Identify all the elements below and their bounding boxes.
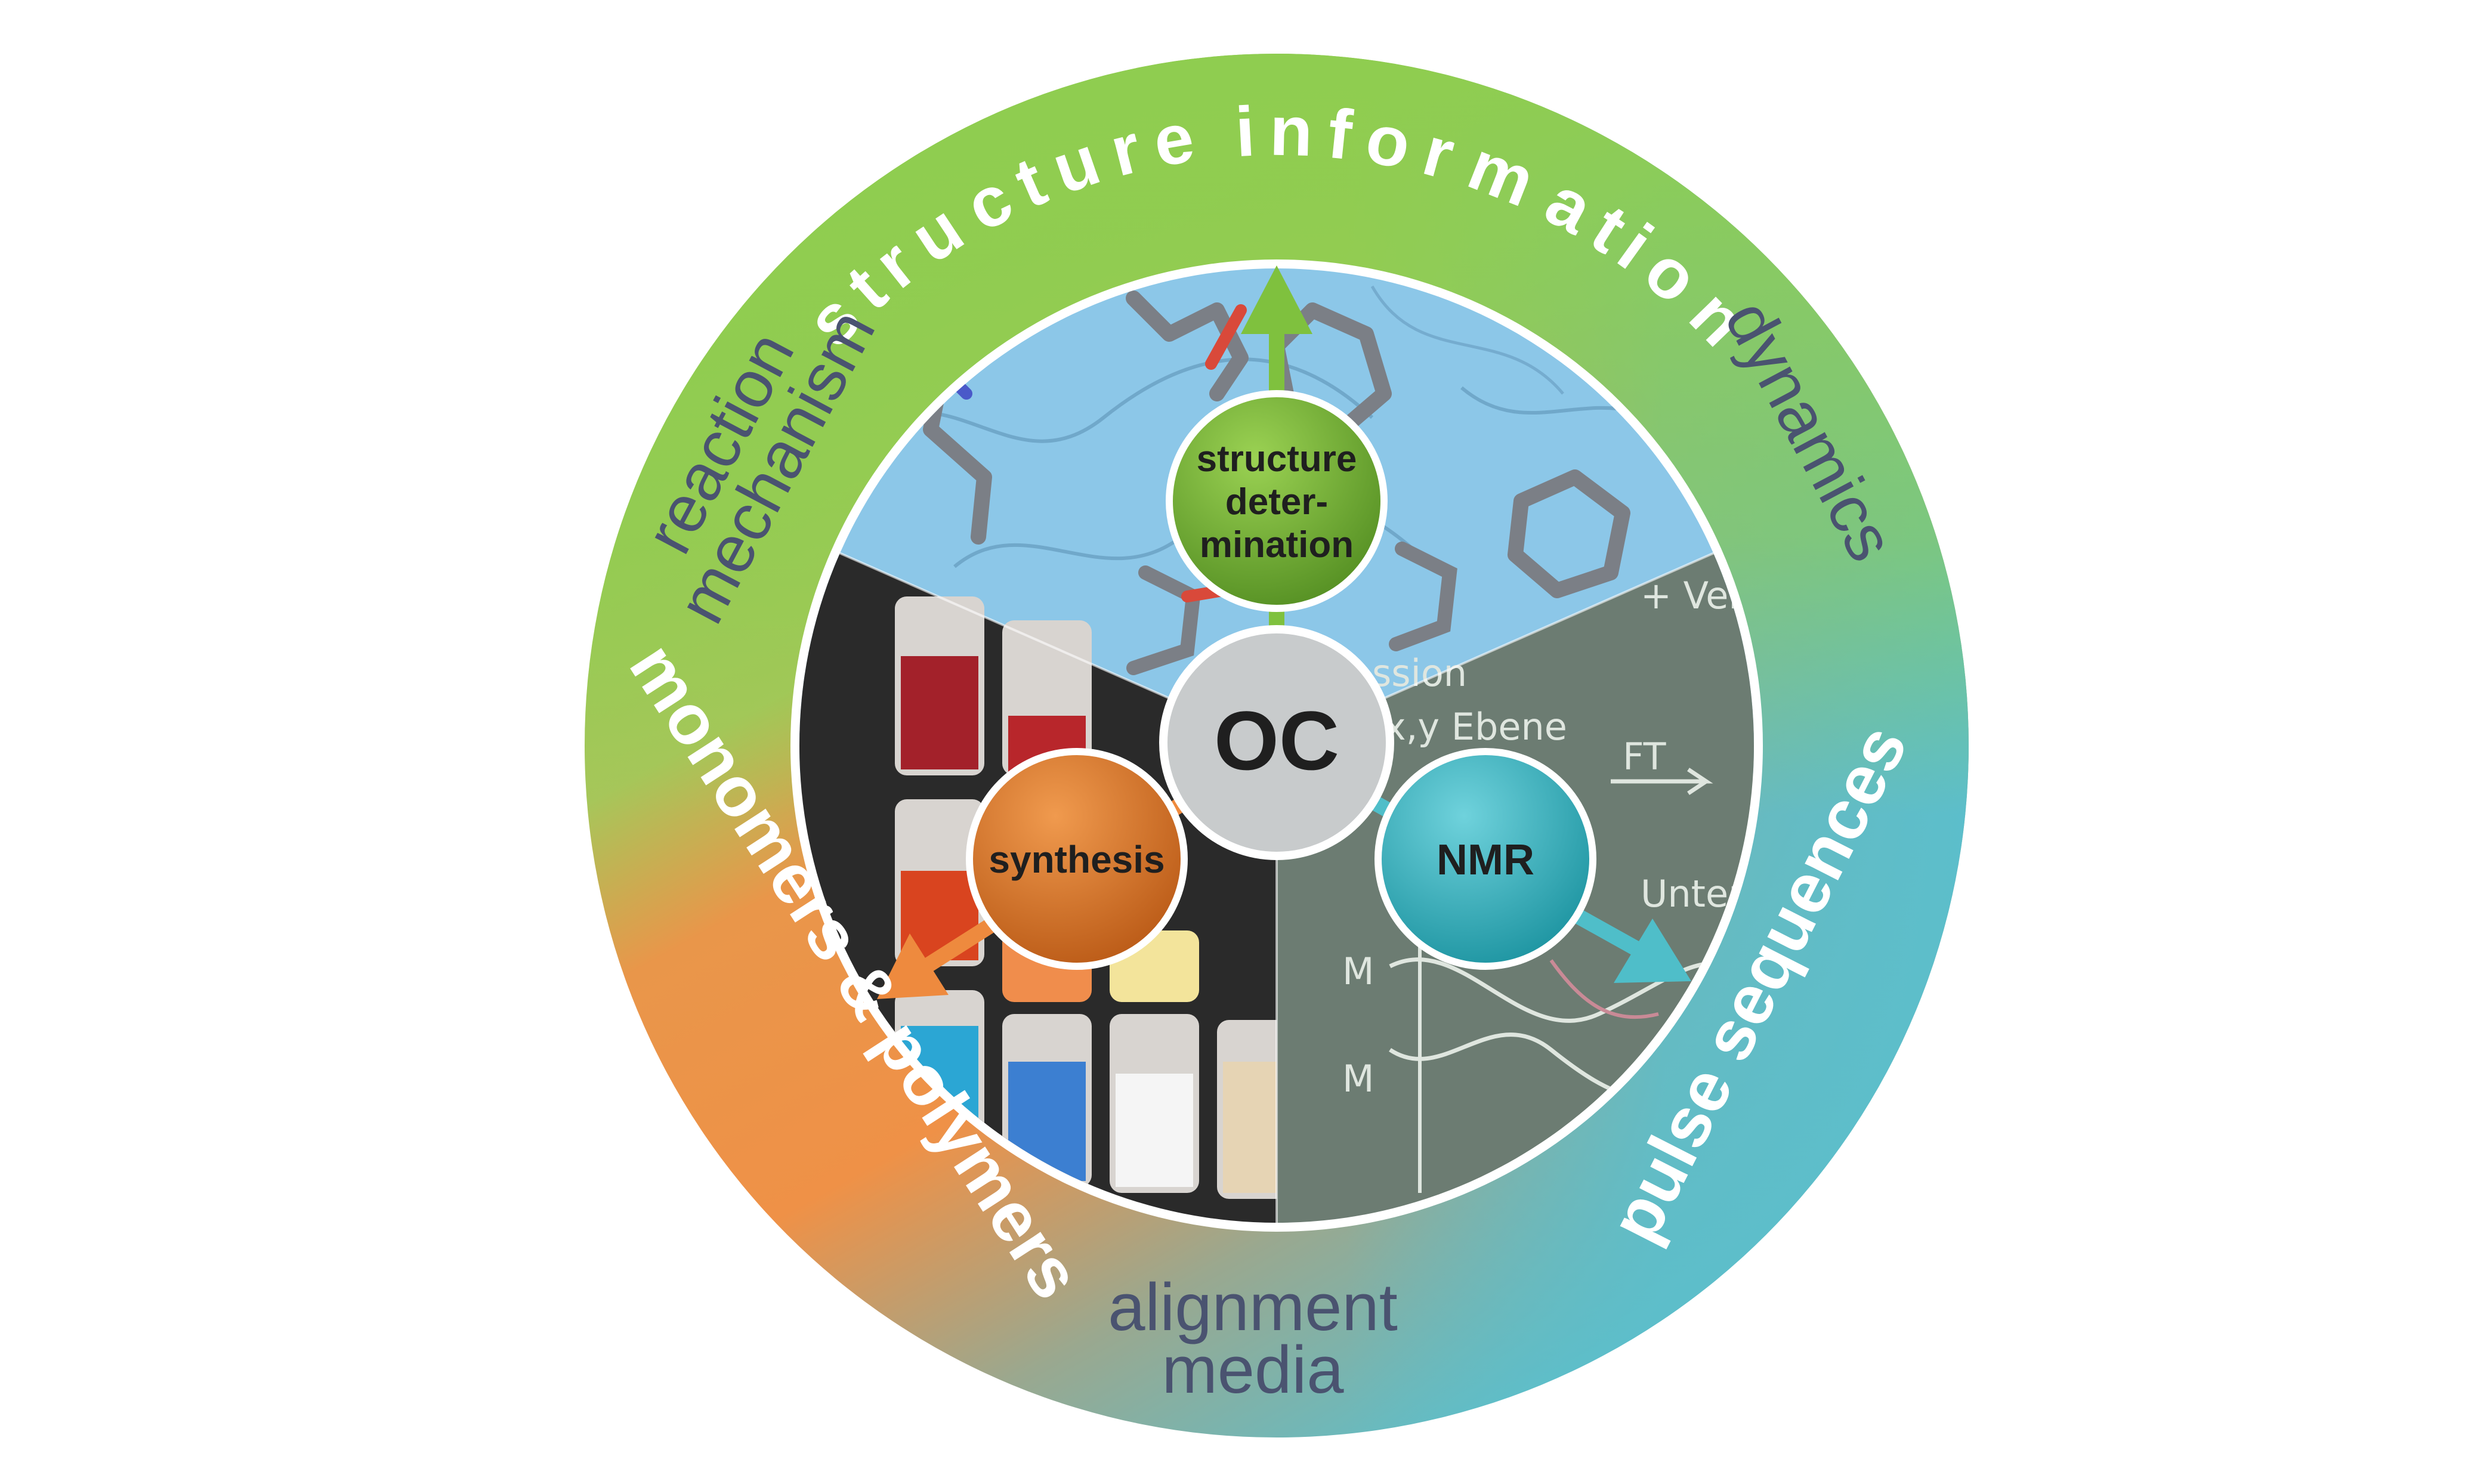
synthesis-node: synthesis	[966, 748, 1188, 970]
structure-determination-node: structure deter- mination	[1166, 390, 1388, 612]
synthesis-node-label: synthesis	[989, 838, 1164, 881]
center-label: OC	[1214, 694, 1339, 787]
arrow-down-right-icon	[1614, 919, 1691, 983]
center-node: OC	[1159, 625, 1394, 860]
chalk-text-3: x,y Ebene	[1384, 705, 1567, 749]
ring-label-alignment-line2: media	[1162, 1332, 1344, 1407]
structure-node-line3: mination	[1200, 524, 1354, 565]
structure-node-line2: deter-	[1225, 481, 1328, 523]
chalk-text-2: ssion	[1372, 651, 1467, 695]
ring-label-alignment-line1: alignment	[1108, 1270, 1398, 1344]
chalk-text-7: M	[1342, 1057, 1374, 1100]
nmr-node-label: NMR	[1437, 836, 1534, 884]
arrow-down-left-icon	[877, 933, 949, 999]
chalk-text-4: FT	[1623, 735, 1667, 778]
nmr-node: NMR	[1374, 748, 1596, 970]
chalk-text-6: M	[1342, 950, 1374, 993]
structure-node-line1: structure	[1197, 438, 1357, 480]
arrow-up-icon	[1241, 265, 1312, 334]
